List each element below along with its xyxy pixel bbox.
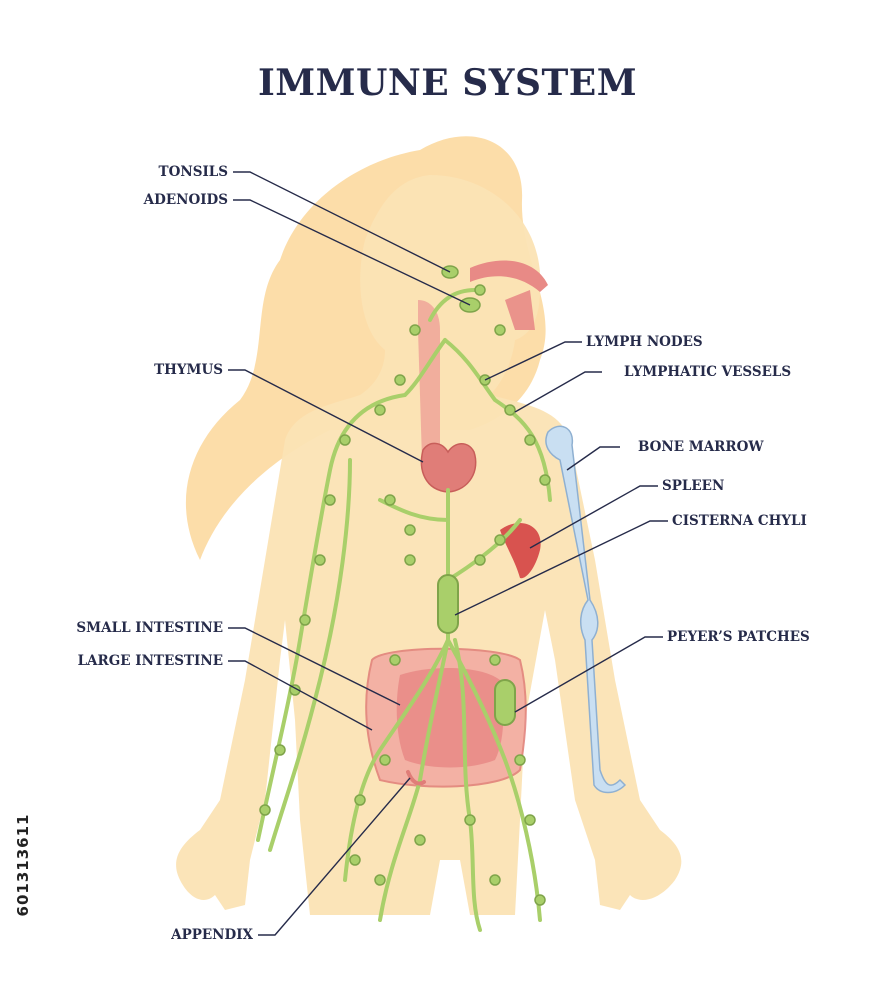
label-thymus: THYMUS [154, 362, 223, 378]
label-lymph-nodes: LYMPH NODES [586, 334, 703, 350]
label-lymphatic-vessels: LYMPHATIC VESSELS [624, 364, 792, 380]
label-tonsils: TONSILS [158, 164, 228, 180]
cisterna-chyli [437, 574, 459, 634]
body-silhouette [176, 175, 682, 915]
leader-lines [228, 171, 668, 936]
label-appendix: APPENDIX [171, 927, 253, 943]
lymphatic-vessels [256, 288, 552, 932]
throat [418, 300, 440, 460]
stock-id-text: 601313611 [14, 813, 32, 917]
bone-marrow-arm [545, 425, 627, 794]
spleen [500, 522, 541, 579]
mouth [505, 290, 535, 330]
label-small-intestine: SMALL INTESTINE [76, 620, 223, 636]
label-bone-marrow: BONE MARROW [638, 439, 764, 455]
label-spleen: SPLEEN [662, 478, 725, 494]
label-cisterna-chyli: CISTERNA CHYLI [672, 513, 807, 529]
label-peyers-patches: PEYER’S PATCHES [667, 629, 810, 645]
lymph-nodes [259, 284, 551, 906]
label-large-intestine: LARGE INTESTINE [77, 653, 223, 669]
appendix [406, 770, 426, 786]
nasal-passage [470, 260, 548, 292]
stock-id: 601313611 [12, 770, 34, 960]
peyers-patches [494, 679, 516, 726]
label-adenoids: ADENOIDS [143, 192, 228, 208]
diagram-title: IMMUNE SYSTEM [257, 62, 638, 104]
thymus [420, 442, 477, 493]
